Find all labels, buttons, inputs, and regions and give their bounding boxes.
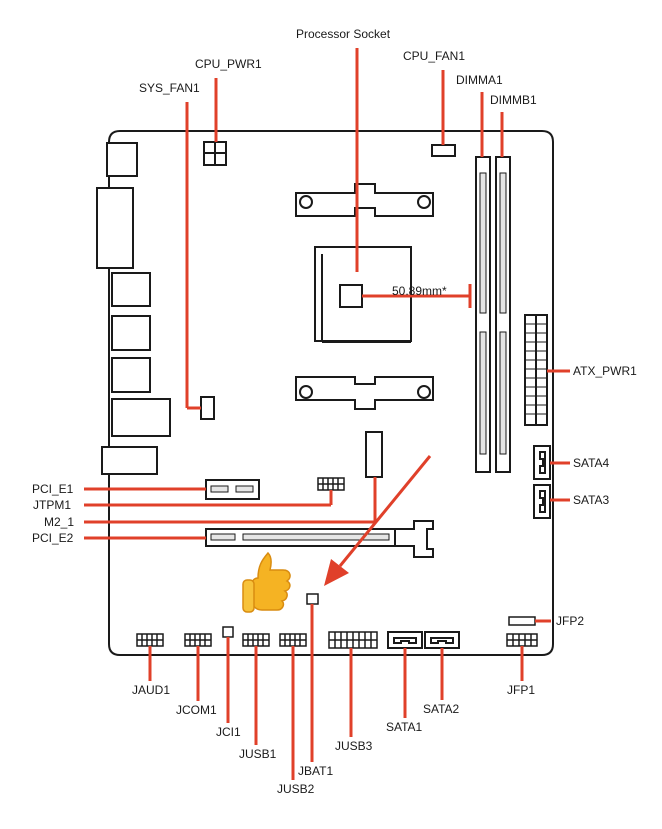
jusb3-header [328,631,378,649]
label-sata3: SATA3 [573,493,610,507]
jtpm1-header [317,477,345,491]
label-pci-e2: PCI_E2 [32,531,74,545]
jcom1-header [184,633,212,647]
label-sata4: SATA4 [573,456,610,470]
jci1-header [222,626,234,638]
label-cpu-pwr1: CPU_PWR1 [195,57,262,71]
atx-pwr1-connector [524,314,548,426]
jaud1-header [136,633,164,647]
label-sata2: SATA2 [423,702,460,716]
label-m2-1: M2_1 [44,515,75,529]
socket-bracket-bottom [295,376,434,410]
cpu-pwr1-connector [203,141,227,166]
label-sys-fan1: SYS_FAN1 [139,81,200,95]
label-dimmb1: DIMMB1 [490,93,537,107]
dimension-marker [362,284,472,308]
jusb2-header [279,633,307,647]
m2-1-slot [365,431,383,478]
jusb1-header [242,633,270,647]
sata3-port [533,484,551,519]
sata1-port [387,631,423,649]
sys-fan1-header [200,396,215,420]
label-sata1: SATA1 [386,720,423,734]
label-jfp2: JFP2 [556,614,585,628]
red-arrow-icon [324,455,432,586]
label-jbat1: JBAT1 [298,764,334,778]
label-pci-e1: PCI_E1 [32,482,74,496]
label-jfp1: JFP1 [507,683,536,697]
sata4-port [533,445,551,480]
cpu-fan1-header [431,144,456,157]
label-jusb2: JUSB2 [277,782,315,796]
label-jci1: JCI1 [216,725,241,739]
jbat1-header [306,593,319,605]
sata2-port [424,631,460,649]
jfp1-header [506,633,538,647]
label-jcom1: JCOM1 [176,703,217,717]
label-dimma1: DIMMA1 [456,73,503,87]
label-dimension: 50.89mm* [392,284,447,298]
label-jtpm1: JTPM1 [33,498,72,512]
label-jusb3: JUSB3 [335,739,373,753]
thumbs-up-icon [242,551,291,613]
label-jaud1: JAUD1 [132,683,171,697]
label-cpu-fan1: CPU_FAN1 [403,49,466,63]
label-processor-socket: Processor Socket [296,27,391,41]
processor-socket [314,246,412,343]
socket-bracket-top [295,183,434,217]
jfp2-header [508,616,536,626]
leader-lines [84,48,570,780]
rear-io-panel [96,142,171,475]
label-jusb1: JUSB1 [239,747,277,761]
label-atx-pwr1: ATX_PWR1 [573,364,637,378]
